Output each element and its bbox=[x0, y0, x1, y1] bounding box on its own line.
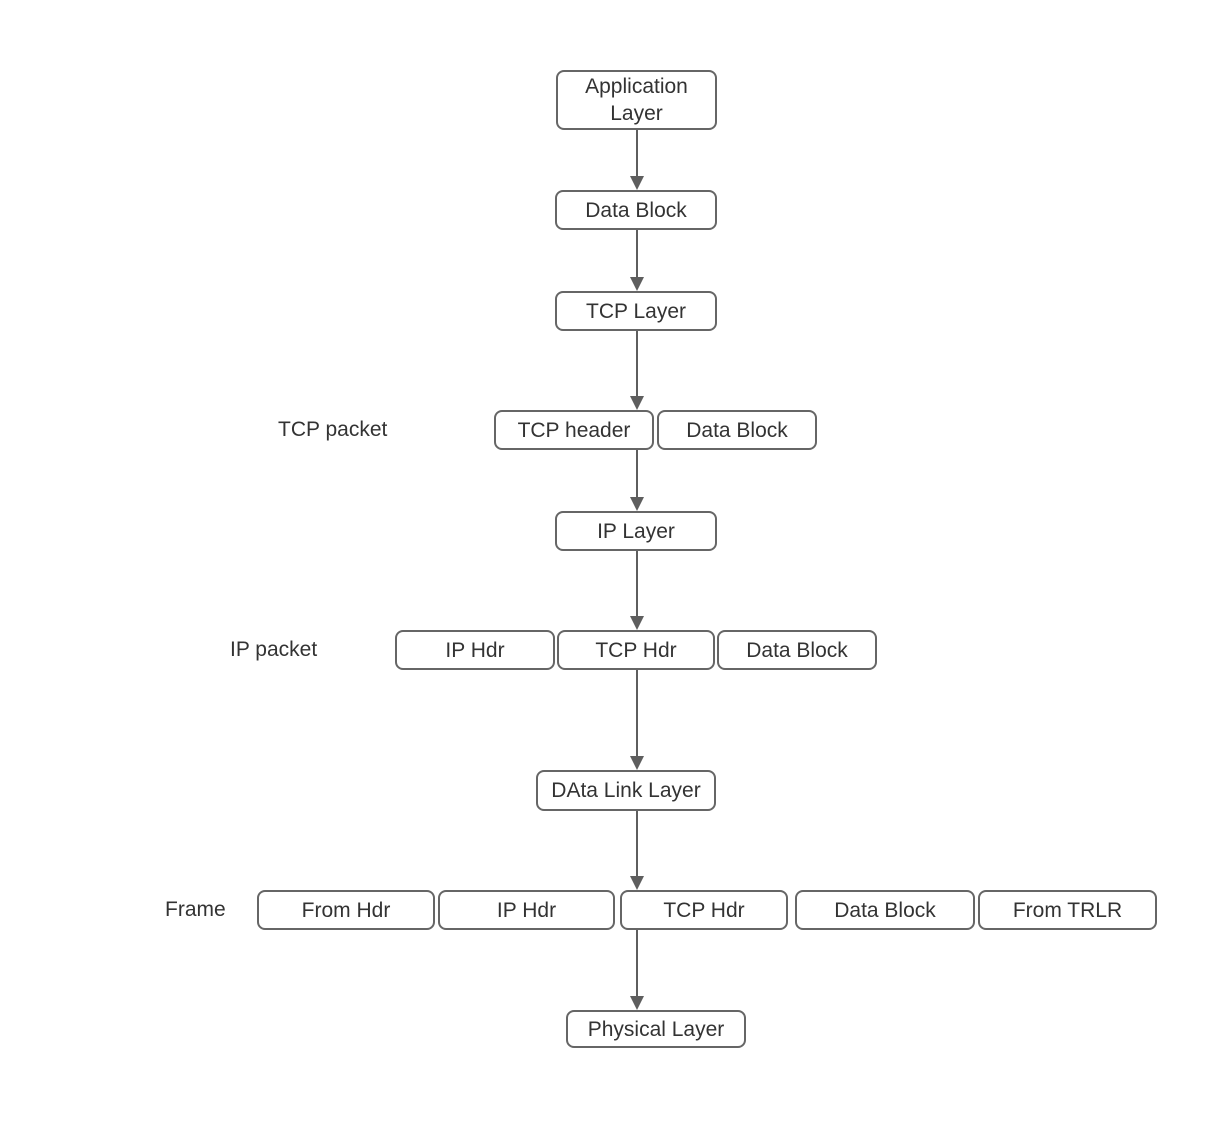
arrow-shaft bbox=[636, 331, 638, 397]
node-data-block-app: Data Block bbox=[555, 190, 717, 230]
node-tcp-hdr: TCP Hdr bbox=[557, 630, 715, 670]
arrow-down-5 bbox=[630, 551, 644, 630]
arrow-shaft bbox=[636, 230, 638, 278]
arrowhead-icon bbox=[630, 176, 644, 190]
arrow-down-1 bbox=[630, 130, 644, 190]
node-tcp-layer: TCP Layer bbox=[555, 291, 717, 331]
arrow-shaft bbox=[636, 811, 638, 877]
arrow-down-4 bbox=[630, 450, 644, 511]
node-data-block-ip: Data Block bbox=[717, 630, 877, 670]
node-data-block-frame: Data Block bbox=[795, 890, 975, 930]
row-label-tcp-packet: TCP packet bbox=[278, 418, 388, 441]
node-tcp-header: TCP header bbox=[494, 410, 654, 450]
node-from-trlr: From TRLR bbox=[978, 890, 1157, 930]
arrow-down-7 bbox=[630, 811, 644, 890]
row-label-frame: Frame bbox=[165, 898, 226, 921]
arrow-shaft bbox=[636, 130, 638, 177]
arrow-shaft bbox=[636, 670, 638, 757]
node-physical-layer: Physical Layer bbox=[566, 1010, 746, 1048]
node-data-block-tcp: Data Block bbox=[657, 410, 817, 450]
arrow-down-8 bbox=[630, 930, 644, 1010]
node-tcp-hdr-frame: TCP Hdr bbox=[620, 890, 788, 930]
arrow-down-2 bbox=[630, 230, 644, 291]
row-label-ip-packet: IP packet bbox=[230, 638, 318, 661]
node-ip-hdr-frame: IP Hdr bbox=[438, 890, 615, 930]
node-from-hdr: From Hdr bbox=[257, 890, 435, 930]
arrowhead-icon bbox=[630, 277, 644, 291]
node-ip-hdr: IP Hdr bbox=[395, 630, 555, 670]
arrowhead-icon bbox=[630, 876, 644, 890]
arrowhead-icon bbox=[630, 756, 644, 770]
arrowhead-icon bbox=[630, 396, 644, 410]
node-data-link-layer: DAta Link Layer bbox=[536, 770, 716, 811]
arrow-shaft bbox=[636, 450, 638, 498]
node-application-layer: Application Layer bbox=[556, 70, 717, 130]
arrowhead-icon bbox=[630, 616, 644, 630]
arrowhead-icon bbox=[630, 996, 644, 1010]
arrow-shaft bbox=[636, 551, 638, 617]
arrow-down-3 bbox=[630, 331, 644, 410]
arrow-down-6 bbox=[630, 670, 644, 770]
arrow-shaft bbox=[636, 930, 638, 997]
arrowhead-icon bbox=[630, 497, 644, 511]
node-ip-layer: IP Layer bbox=[555, 511, 717, 551]
